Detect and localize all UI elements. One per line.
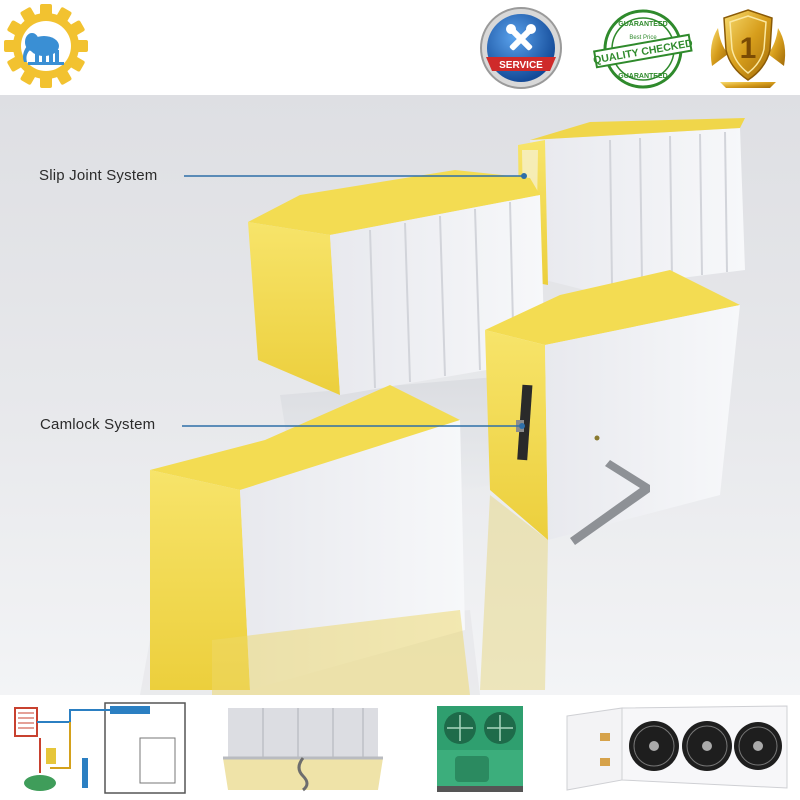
lower-left-panel: [150, 385, 470, 695]
panel-joints-drawing: [140, 118, 745, 695]
stamp-small-text: Best Price: [629, 35, 657, 41]
stamp-top-text: GUARANTEED: [618, 21, 667, 28]
service-badge-text: SERVICE: [499, 60, 543, 71]
quality-checked-stamp-icon: GUARANTEED Best Price QUALITY CHECKED GU…: [593, 9, 693, 89]
refrigeration-diagram-thumbnail[interactable]: [10, 698, 190, 798]
sandwich-panel-thumbnail[interactable]: [218, 698, 388, 798]
slip-joint-label: Slip Joint System: [39, 167, 158, 184]
condensing-unit-thumbnail[interactable]: [425, 698, 535, 798]
upper-right-panel: [518, 118, 745, 290]
service-badge-icon: SERVICE: [480, 7, 562, 89]
elephant-gear-logo: [4, 4, 88, 88]
lower-right-panel: [480, 270, 740, 690]
header-bar: SERVICE GUARANTEED Best Price QUALITY CH…: [0, 0, 800, 95]
stamp-bottom-text: GUARANTEED: [618, 73, 667, 80]
camlock-label: Camlock System: [40, 416, 156, 433]
gold-rank-shield-icon: 1: [710, 9, 786, 88]
panel-joint-illustration: Slip Joint System Camlock System: [0, 95, 800, 695]
rank-number-text: 1: [740, 32, 757, 65]
evaporator-fans-thumbnail[interactable]: [562, 698, 792, 798]
